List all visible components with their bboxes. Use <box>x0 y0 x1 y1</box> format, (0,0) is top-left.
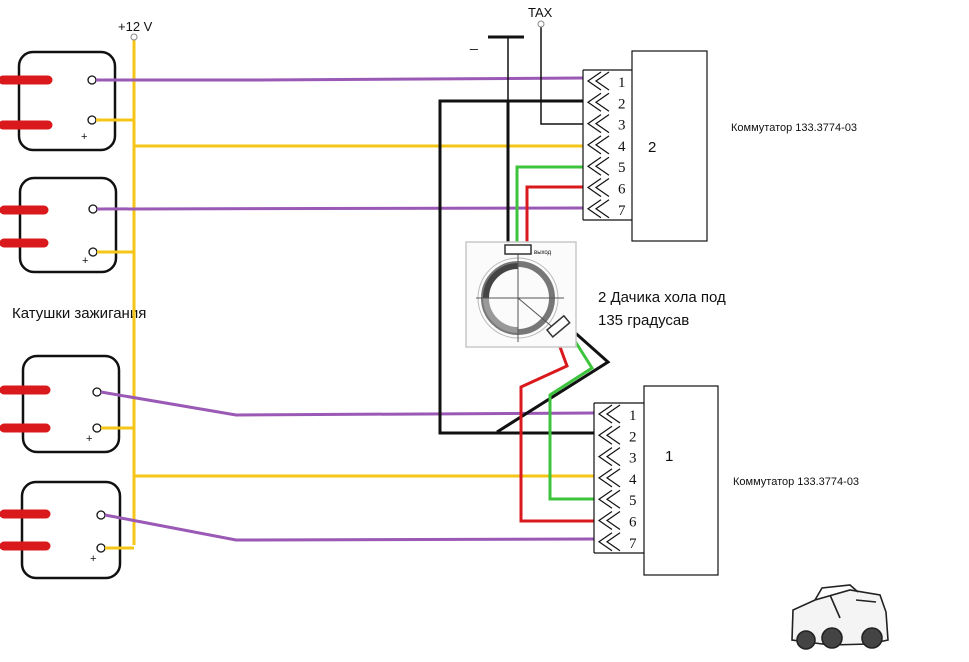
hall-output-tag: выход <box>534 250 552 256</box>
pin-contact-4 <box>586 135 602 155</box>
pin-number-7: 7 <box>629 536 637 552</box>
pin-contact-1 <box>594 71 610 91</box>
pin-number-2: 2 <box>629 429 637 445</box>
pin-number-4: 4 <box>629 472 637 488</box>
pin-number-6: 6 <box>629 515 637 531</box>
switch-bottom-pins: 1 2 3 4 5 6 7 <box>597 404 637 552</box>
pin-contact-5 <box>605 489 621 509</box>
ignition-coil-3: + <box>0 354 121 454</box>
pin-contact-1 <box>586 71 602 91</box>
switch-bottom-number: 1 <box>665 448 673 465</box>
ignition-coil-4: + <box>0 480 122 580</box>
switch-top-number: 2 <box>648 139 656 156</box>
pin-number-5: 5 <box>629 493 637 509</box>
pin-contact-2 <box>594 92 610 112</box>
pin-number-3: 3 <box>629 451 637 467</box>
pin-contact-4 <box>594 135 610 155</box>
power-terminal-icon <box>130 33 138 41</box>
coil-plus-label: + <box>82 255 88 267</box>
hall-connector-1 <box>504 244 532 255</box>
pin-number-1: 1 <box>618 75 626 91</box>
pin-contact-3 <box>586 114 602 134</box>
pin-contact-6 <box>597 511 613 530</box>
pin-contact-5 <box>597 489 613 509</box>
switch-top-caption: Коммутатор 133.3774-03 <box>731 122 857 134</box>
pin-number-3: 3 <box>618 118 626 134</box>
truck-icon <box>791 584 889 650</box>
switch-top: 1 2 3 4 5 6 7 2 <box>582 50 708 242</box>
coil-plus-label: + <box>81 131 87 143</box>
switch-bottom-caption: Коммутатор 133.3774-03 <box>733 476 859 488</box>
pin-contact-4 <box>597 468 613 488</box>
pin-contact-7 <box>586 199 602 219</box>
ignition-coil-1: + <box>0 50 117 152</box>
tach-terminal-icon <box>537 20 545 28</box>
tach-label: TAX <box>528 5 553 20</box>
pin-contact-6 <box>586 178 602 197</box>
coil-signal-wires <box>96 76 595 542</box>
ground-wires <box>438 99 611 435</box>
tach-wire <box>540 25 583 125</box>
pin-contact-1 <box>597 404 613 424</box>
pin-contact-7 <box>594 199 610 219</box>
pin-contact-6 <box>605 511 621 530</box>
hall-sensor-label-1: 2 Дачика хола под <box>598 289 726 306</box>
coil-plus-label: + <box>90 553 96 565</box>
pin-contact-2 <box>586 92 602 112</box>
pin-contact-3 <box>605 447 621 467</box>
switch-bottom: 1 2 3 4 5 6 7 1 <box>593 385 719 576</box>
pin-contact-2 <box>597 425 613 445</box>
pin-number-6: 6 <box>618 182 626 198</box>
ignition-coil-2: + <box>0 176 118 274</box>
pin-number-4: 4 <box>618 139 626 155</box>
pin-contact-7 <box>597 532 613 552</box>
hall-sensor-label-2: 135 градусав <box>598 312 689 329</box>
pin-number-2: 2 <box>618 96 626 112</box>
pin-number-5: 5 <box>618 160 626 176</box>
pin-contact-5 <box>586 156 602 176</box>
hall-sensor-wires <box>515 165 595 523</box>
pin-number-7: 7 <box>618 203 626 219</box>
coils-label: Катушки зажигания <box>12 305 146 322</box>
ground-label: _ <box>469 34 478 50</box>
pin-contact-1 <box>605 404 621 424</box>
pin-contact-5 <box>594 156 610 176</box>
ground-symbol: _ <box>469 34 524 100</box>
coil-plus-label: + <box>86 433 92 445</box>
power-label: +12 V <box>118 19 153 34</box>
pin-number-1: 1 <box>629 408 637 424</box>
pin-contact-6 <box>594 178 610 197</box>
pin-contact-3 <box>594 114 610 134</box>
hall-sensor: выход <box>465 241 577 348</box>
pin-contact-7 <box>605 532 621 552</box>
pin-contact-4 <box>605 468 621 488</box>
switch-top-pins: 1 2 3 4 5 6 7 <box>586 71 626 219</box>
pin-contact-3 <box>597 447 613 467</box>
hall-connector-2 <box>545 314 571 338</box>
pin-contact-2 <box>605 425 621 445</box>
